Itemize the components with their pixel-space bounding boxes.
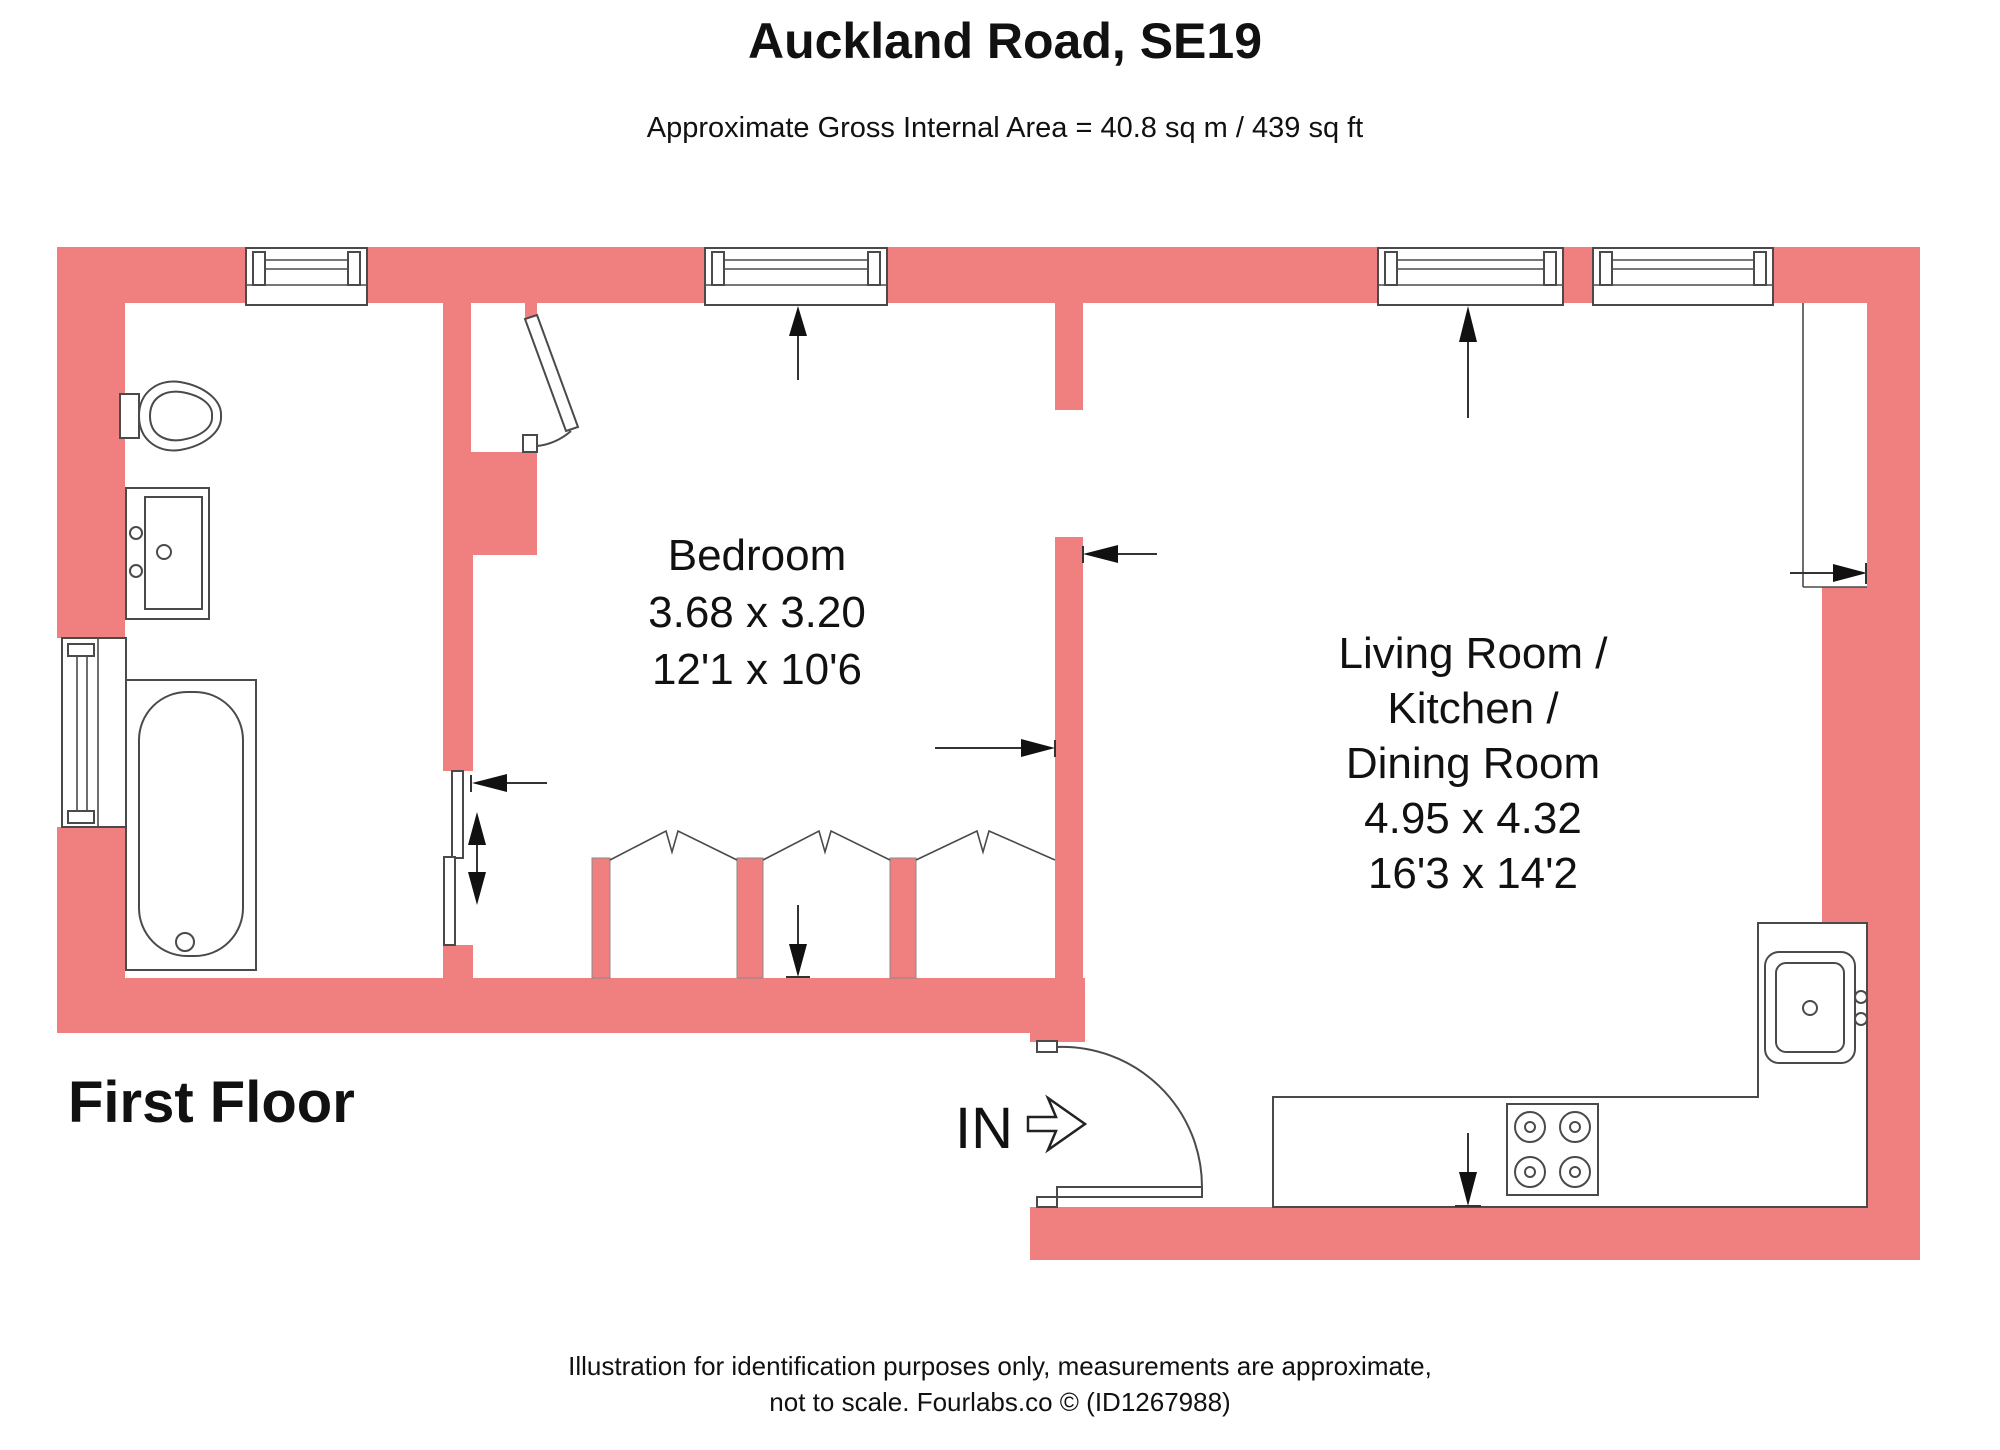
sliding-direction-arrow — [468, 812, 486, 905]
wall-top-3 — [887, 247, 1378, 303]
wall-bottom-left — [57, 978, 1085, 1033]
central-opening-arrow-right — [935, 739, 1056, 757]
entrance-arrow-icon — [1026, 1094, 1088, 1154]
wall-top-2 — [367, 247, 705, 303]
living-name-line2: Kitchen / — [1387, 684, 1559, 733]
wardrobe-partition-2 — [736, 857, 764, 979]
right-window-arrow — [1790, 563, 1867, 584]
wall-left-lower — [57, 827, 125, 978]
bathroom-window — [245, 247, 368, 306]
bathroom-sliding-door — [443, 770, 464, 946]
wall-top-1 — [57, 247, 246, 303]
footer-line1: Illustration for identification purposes… — [568, 1351, 1432, 1381]
wardrobe-partition-3 — [889, 857, 917, 979]
bathroom-door-arrow — [470, 774, 547, 792]
indicator-arrows — [468, 306, 1867, 1207]
wall-top-mullion — [1563, 247, 1593, 303]
entrance-label: IN — [955, 1094, 1088, 1161]
kitchen-fixtures — [1272, 922, 1868, 1208]
living-window-arrow — [1459, 306, 1477, 418]
bedroom-dims-metric: 3.68 x 3.20 — [648, 588, 866, 637]
entrance-in-text: IN — [955, 1096, 1013, 1161]
footer-line2: not to scale. Fourlabs.co © (ID1267988) — [769, 1387, 1230, 1417]
wall-cupboard-stub — [525, 303, 537, 318]
vanity-basin — [125, 487, 210, 620]
floor-label: First Floor — [68, 1070, 355, 1135]
entrance-door — [1036, 1040, 1203, 1208]
wall-divider-chunk — [443, 452, 537, 555]
bath — [125, 679, 257, 971]
area-subtitle: Approximate Gross Internal Area = 40.8 s… — [647, 112, 1364, 144]
bathroom-fixtures — [119, 380, 257, 971]
kitchen-window-arrow — [1455, 1133, 1481, 1207]
wall-central-lower — [1055, 537, 1083, 978]
bedroom-window — [704, 247, 888, 306]
wall-divider-1 — [443, 303, 471, 452]
wall-central-upper — [1055, 303, 1083, 410]
living-name-line1: Living Room / — [1338, 629, 1608, 678]
cupboard-door — [522, 313, 580, 453]
doors — [443, 313, 1203, 1208]
wall-right-upper — [1867, 303, 1920, 587]
page-title: Auckland Road, SE19 — [748, 13, 1262, 69]
bathroom-side-window — [61, 637, 127, 828]
toilet — [119, 380, 223, 452]
living-window-1 — [1377, 247, 1564, 306]
central-opening-arrow-left — [1082, 545, 1157, 563]
wall-right-lower — [1867, 923, 1920, 1260]
wall-divider-2 — [443, 555, 473, 771]
bedroom-dims-imperial: 12'1 x 10'6 — [652, 645, 862, 694]
wardrobe-partition-1 — [591, 857, 611, 979]
wall-bottom-right — [1030, 1207, 1920, 1260]
living-window-2 — [1592, 247, 1774, 306]
wardrobe-doors — [609, 829, 1056, 861]
room-labels: Bedroom 3.68 x 3.20 12'1 x 10'6 Living R… — [648, 531, 1608, 898]
hob — [1506, 1103, 1599, 1196]
wardrobe-arrow — [786, 905, 810, 978]
wall-right-mid — [1822, 587, 1920, 923]
living-name-line3: Dining Room — [1346, 739, 1600, 788]
kitchen-sink — [1764, 951, 1868, 1064]
wall-top-4 — [1773, 247, 1920, 303]
kitchen-counter — [1272, 922, 1868, 1208]
wall-left-upper — [57, 303, 125, 638]
wall-divider-3 — [443, 945, 473, 978]
living-dims-metric: 4.95 x 4.32 — [1364, 794, 1582, 843]
walls — [57, 247, 1920, 1260]
living-dims-imperial: 16'3 x 14'2 — [1368, 849, 1578, 898]
wall-entrance-stub — [1030, 1033, 1085, 1042]
windows — [61, 247, 1867, 828]
bedroom-window-arrow — [789, 306, 807, 380]
bedroom-name: Bedroom — [668, 531, 847, 580]
living-side-window — [1802, 303, 1867, 588]
